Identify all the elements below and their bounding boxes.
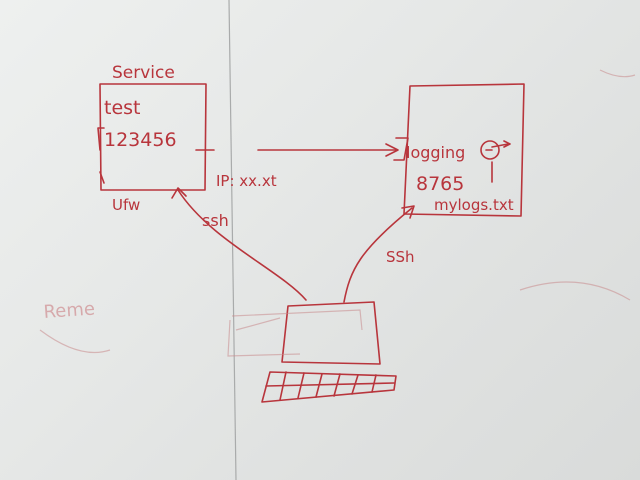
logging-status-icon [480, 140, 500, 160]
faint-smudges: Reme [39, 69, 636, 354]
ssh-right-label: SSh [386, 248, 415, 266]
smudge-text: Reme [43, 298, 96, 323]
ssh-right-arrow: SSh [343, 205, 415, 303]
logging-box: logging 8765 mylogs.txt [393, 83, 525, 217]
firewall-label: Ufw [112, 196, 140, 214]
ssh-left-arrow: ssh [171, 187, 307, 301]
board-seam [228, 0, 237, 480]
service-title: Service [112, 63, 175, 83]
laptop-sketch [261, 301, 397, 403]
connection-arrow [257, 143, 399, 157]
service-box: Service test 123456 Ufw [97, 63, 207, 214]
ssh-left-label: ssh [202, 211, 229, 230]
service-line-1: test [104, 97, 141, 119]
logging-line-1: logging [406, 143, 465, 162]
logging-line-2: 8765 [416, 173, 464, 195]
logging-line-3: mylogs.txt [434, 196, 514, 214]
erased-ghost [227, 309, 363, 357]
service-line-2: 123456 [104, 129, 177, 151]
ip-label: IP: xx.xt [216, 172, 277, 190]
